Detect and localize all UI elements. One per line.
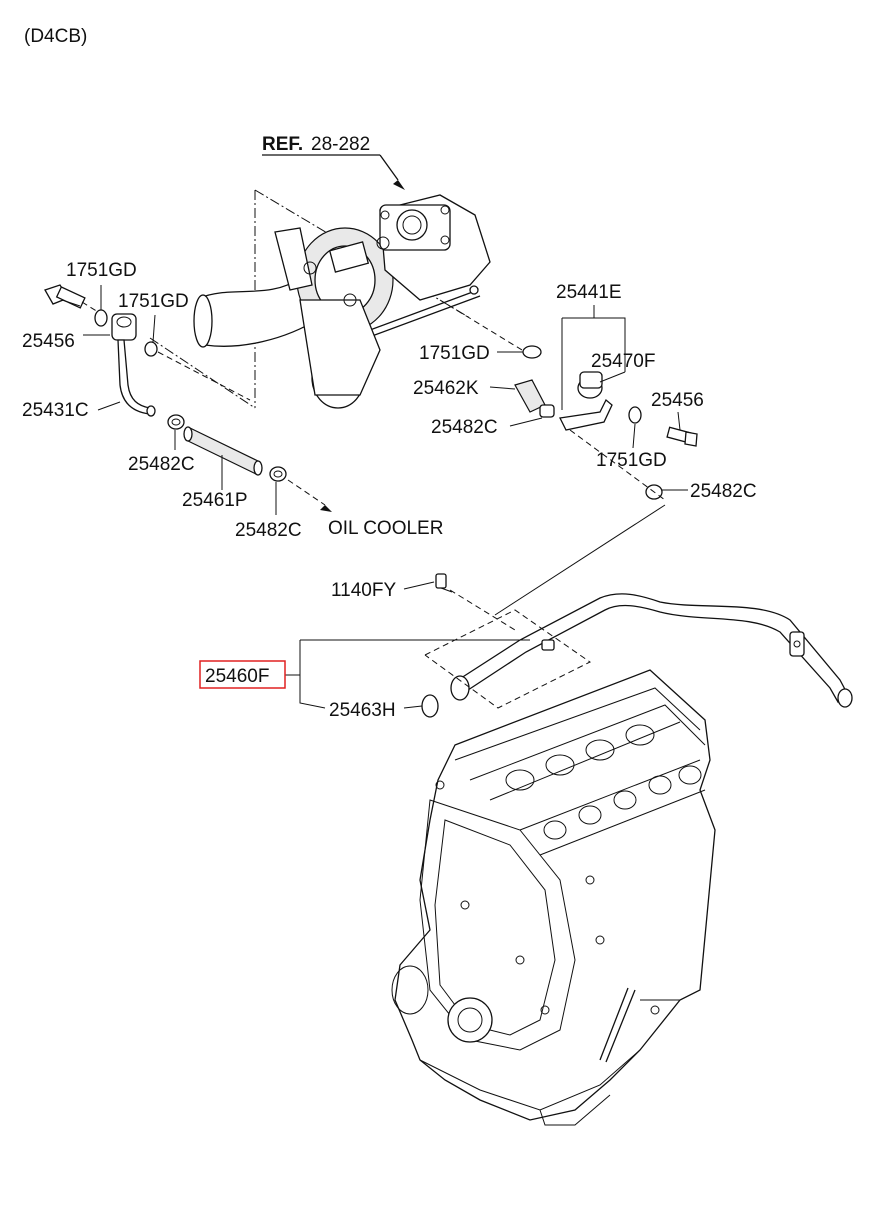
label-gasket-mid-left[interactable]: 1751GD bbox=[118, 291, 189, 312]
bolt-right bbox=[666, 426, 698, 447]
clamp-right-1 bbox=[539, 404, 555, 418]
gasket-mid-left bbox=[144, 341, 158, 357]
banjo-fitting-left bbox=[111, 313, 137, 341]
label-oring-main[interactable]: 25463H bbox=[329, 700, 396, 721]
engine-code-label: (D4CB) bbox=[24, 26, 87, 47]
left-bolt bbox=[44, 284, 86, 309]
label-pipe-left[interactable]: 25431C bbox=[22, 400, 89, 421]
gasket-right bbox=[628, 406, 642, 424]
label-pipe-main[interactable]: 25460F bbox=[205, 666, 269, 687]
label-clamp-right-1[interactable]: 25482C bbox=[431, 417, 498, 438]
hose-left bbox=[183, 426, 263, 476]
ref-prefix: REF. bbox=[262, 134, 303, 155]
label-bolt-right[interactable]: 25456 bbox=[651, 390, 704, 411]
clamp-left-2 bbox=[269, 466, 287, 482]
fitting-right bbox=[559, 371, 613, 431]
label-hose-right[interactable]: 25462K bbox=[413, 378, 479, 399]
gasket-turbo bbox=[522, 345, 542, 359]
label-oil-cooler[interactable]: OIL COOLER bbox=[328, 518, 443, 539]
label-gasket-top-left[interactable]: 1751GD bbox=[66, 260, 137, 281]
label-bolt-left[interactable]: 25456 bbox=[22, 331, 75, 352]
label-pipe-main-group[interactable]: 25460F bbox=[199, 660, 286, 689]
label-hose-left[interactable]: 25461P bbox=[182, 490, 248, 511]
ref-callout[interactable]: REF. 28-282 bbox=[262, 134, 405, 190]
engine-block-drawing bbox=[391, 669, 716, 1126]
leader-lines bbox=[83, 285, 688, 709]
label-clamp-left-1[interactable]: 25482C bbox=[128, 454, 195, 475]
label-bolt-lower[interactable]: 1140FY bbox=[331, 580, 396, 601]
turbocharger-drawing bbox=[149, 189, 491, 409]
main-oil-pipe bbox=[450, 593, 853, 708]
label-gasket-right[interactable]: 1751GD bbox=[596, 450, 667, 471]
label-assembly-right[interactable]: 25441E bbox=[556, 282, 622, 303]
label-gasket-turbo[interactable]: 1751GD bbox=[419, 343, 490, 364]
bolt-lower bbox=[435, 573, 453, 593]
clamp-left-1 bbox=[167, 414, 185, 430]
highlight-box bbox=[199, 660, 286, 689]
ref-number: 28-282 bbox=[311, 134, 370, 155]
gasket-top-left bbox=[94, 309, 108, 327]
label-fitting-right[interactable]: 25470F bbox=[591, 351, 655, 372]
oring-main bbox=[421, 694, 439, 718]
label-clamp-left-2[interactable]: 25482C bbox=[235, 520, 302, 541]
label-clamp-right-2[interactable]: 25482C bbox=[690, 481, 757, 502]
